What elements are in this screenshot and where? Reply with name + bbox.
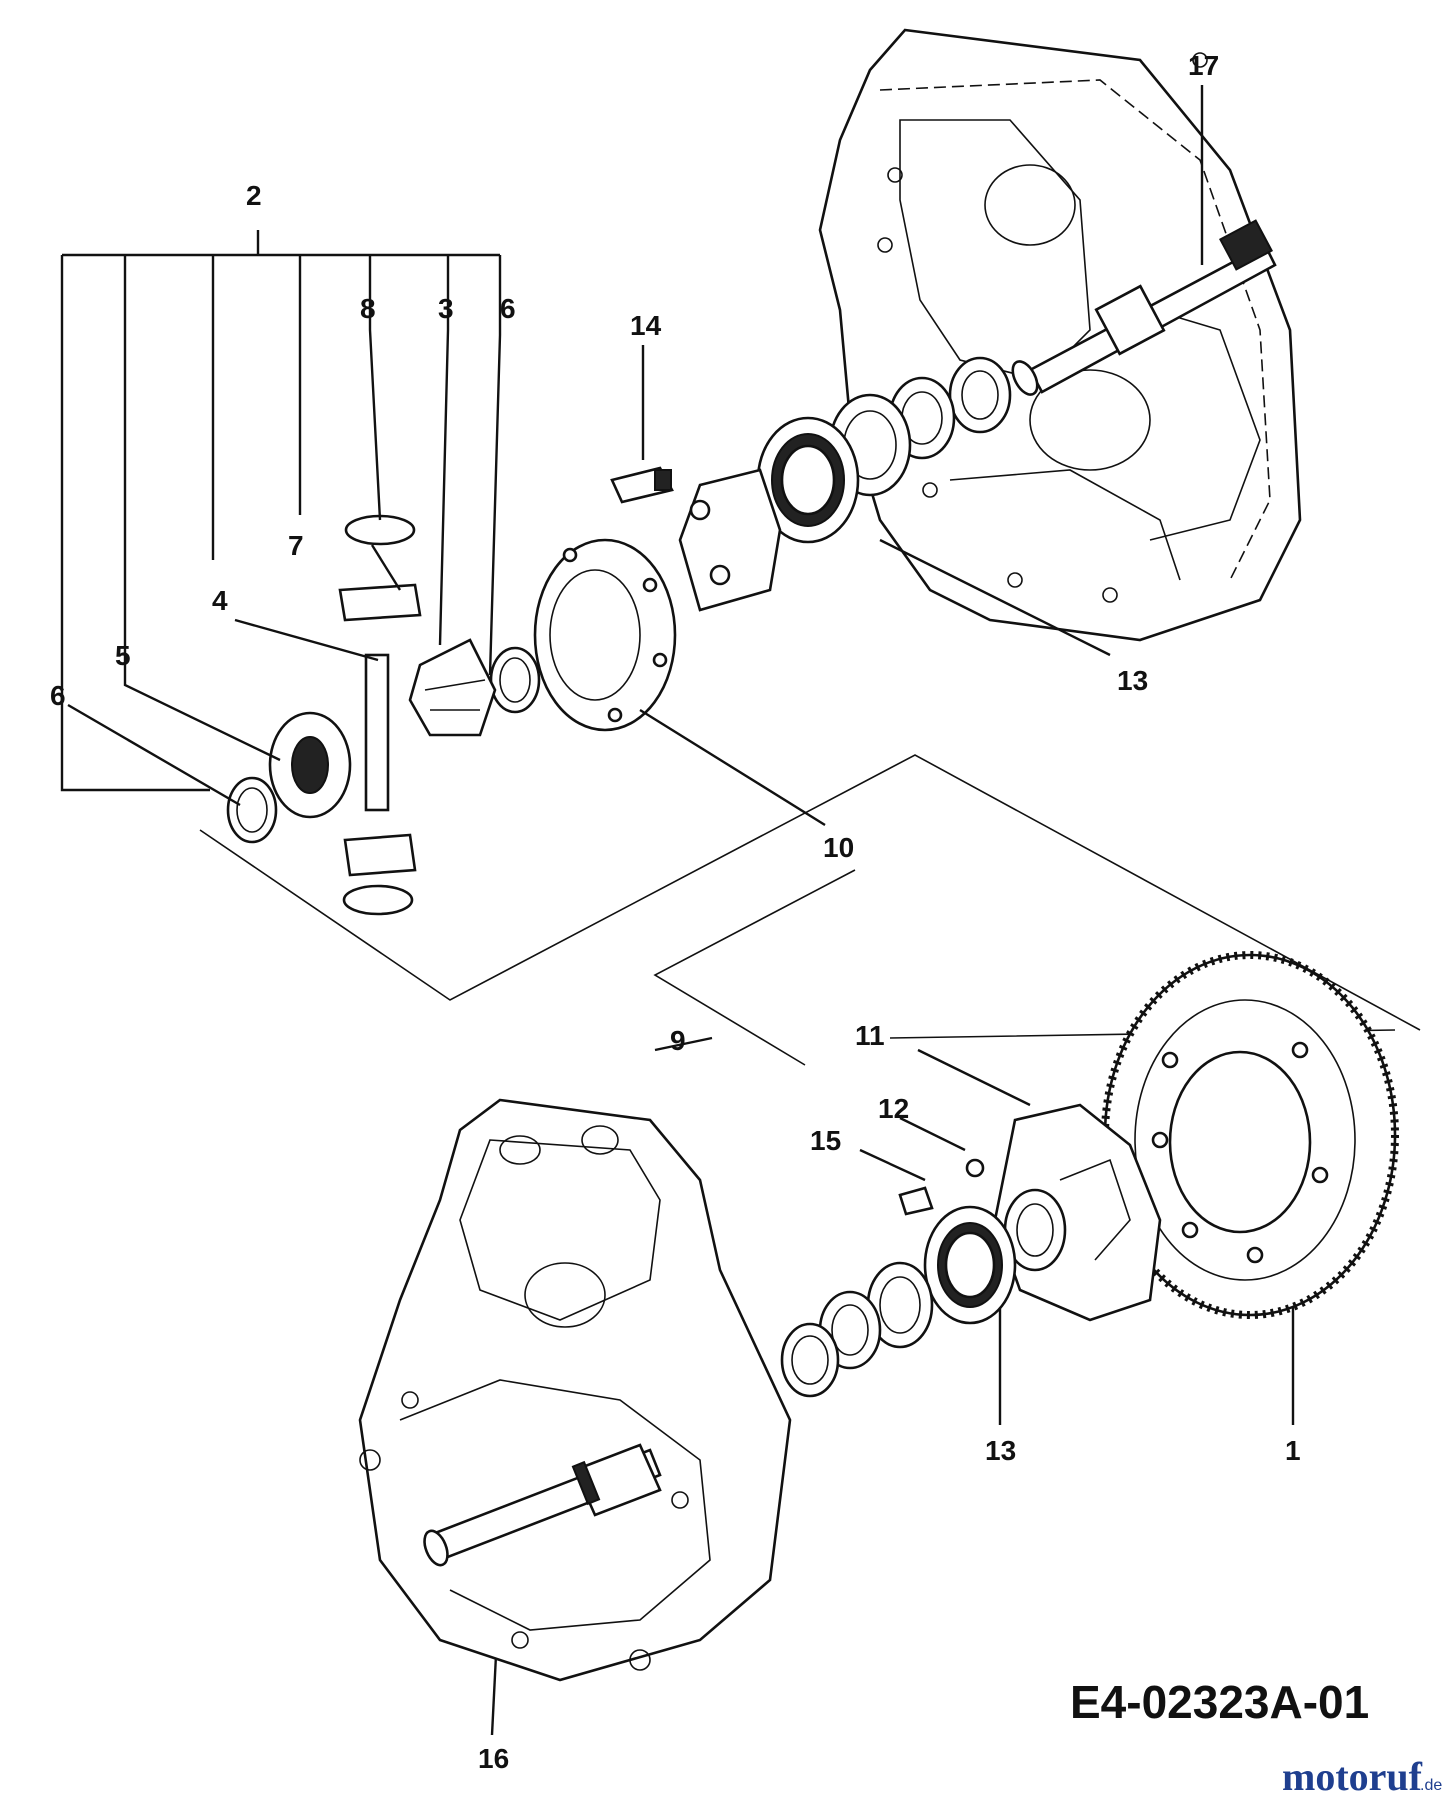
callout-15: 15 (810, 1125, 841, 1156)
callout-3: 3 (438, 293, 454, 324)
callout-13-bottom: 13 (985, 1435, 1016, 1466)
callout-8: 8 (360, 293, 376, 324)
callout-10: 10 (823, 832, 854, 863)
ring-gear (1101, 951, 1399, 1319)
callout-7: 7 (288, 530, 304, 561)
callout-17: 17 (1188, 50, 1219, 81)
callout-1: 1 (1285, 1435, 1301, 1466)
callout-11: 11 (855, 1020, 885, 1051)
differential-case-cover (533, 538, 677, 732)
drawing-code: E4-02323A-01 (1070, 1676, 1369, 1728)
callout-numbers: 2 8 3 6 14 17 7 4 5 6 13 10 9 11 12 15 1… (50, 50, 1301, 1774)
callout-12: 12 (878, 1093, 909, 1124)
callout-9: 9 (670, 1025, 686, 1056)
callout-5: 5 (115, 640, 131, 671)
callout-2: 2 (246, 180, 262, 211)
lower-transaxle-housing (358, 1098, 792, 1682)
upper-transaxle-housing (818, 28, 1302, 642)
callout-16: 16 (478, 1743, 509, 1774)
differential-inner-parts (226, 514, 541, 916)
watermark-suffix: .de (1420, 1777, 1442, 1794)
watermark-name: motoruf (1282, 1754, 1423, 1799)
callout-6-left: 6 (50, 680, 66, 711)
upper-bearing-stack (610, 356, 1012, 612)
callout-13-top: 13 (1117, 665, 1148, 696)
lower-bearing-stack (780, 1205, 1017, 1398)
callout-6-top: 6 (500, 293, 516, 324)
callout-4: 4 (212, 585, 228, 616)
axle-shaft-16 (423, 1443, 662, 1567)
motoruf-watermark: motoruf .de (1282, 1754, 1442, 1799)
output-shaft-17 (1011, 219, 1277, 396)
callout-14: 14 (630, 310, 662, 341)
